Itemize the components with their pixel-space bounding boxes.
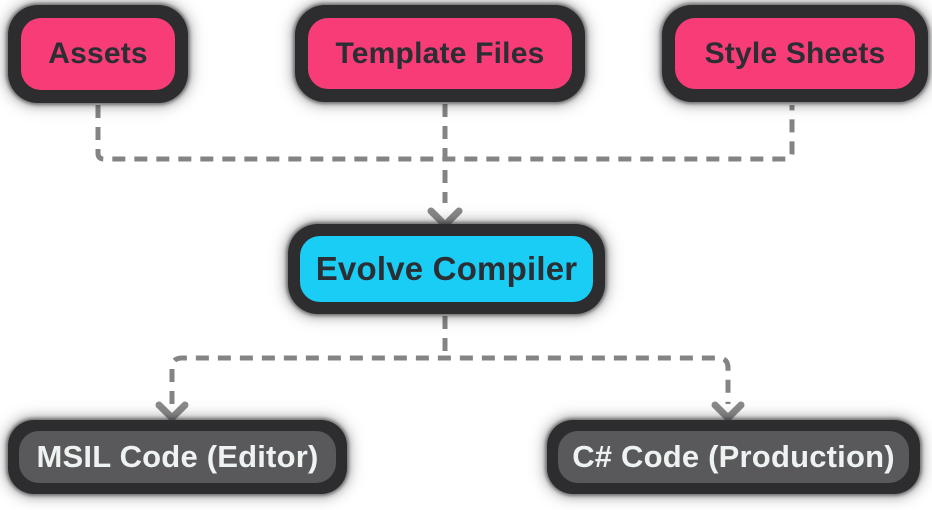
node-msil-code-label: MSIL Code (Editor) [36, 439, 319, 474]
node-assets: Assets [8, 5, 188, 103]
node-style-sheets-body: Style Sheets [675, 18, 915, 89]
node-msil-code: MSIL Code (Editor) [8, 420, 347, 494]
node-csharp-code-body: C# Code (Production) [558, 431, 909, 483]
arrowhead-msil-icon [155, 401, 189, 422]
arrowhead-compiler-icon [427, 207, 463, 229]
node-template-files-label: Template Files [335, 36, 545, 70]
node-evolve-compiler-label: Evolve Compiler [315, 250, 578, 287]
arrowhead-csharp-icon [711, 401, 745, 422]
node-style-sheets-label: Style Sheets [704, 36, 886, 70]
node-evolve-compiler: Evolve Compiler [288, 224, 605, 314]
node-csharp-code: C# Code (Production) [547, 420, 920, 494]
node-template-files-body: Template Files [308, 18, 572, 89]
node-template-files: Template Files [295, 5, 585, 102]
node-msil-code-body: MSIL Code (Editor) [19, 431, 336, 483]
node-assets-label: Assets [48, 37, 148, 70]
edge-split-bar [169, 355, 731, 404]
node-evolve-compiler-body: Evolve Compiler [300, 236, 593, 302]
node-assets-body: Assets [21, 18, 175, 90]
node-csharp-code-label: C# Code (Production) [572, 439, 895, 474]
node-style-sheets: Style Sheets [662, 5, 928, 102]
